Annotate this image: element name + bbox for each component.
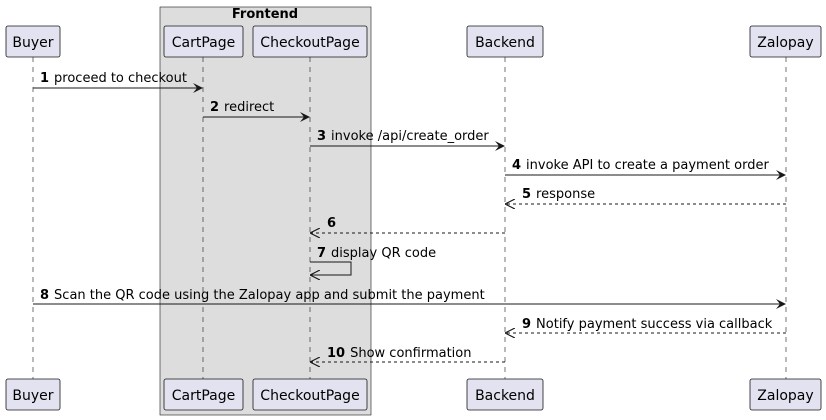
message-number: 4 [512,158,521,173]
frontend-group: Frontend [159,6,372,416]
message-4: 4 invoke API to create a payment order [505,158,786,180]
lifelines [32,57,787,379]
participant-cartpage-top: CartPage [163,25,244,58]
participant-label: Zalopay [757,388,813,404]
frontend-group-title: Frontend [232,7,298,22]
svg-text:6: 6 [327,216,336,231]
message-5: 5 response [506,187,786,204]
participant-zalopay-bottom: Zalopay [749,378,822,411]
participant-label: CheckoutPage [260,388,359,404]
participant-label: Zalopay [757,35,813,51]
message-label: invoke /api/create_order [331,129,489,144]
message-number: 9 [522,317,531,332]
participant-label: CartPage [172,35,236,51]
participant-label: Buyer [12,35,53,51]
message-label: Scan the QR code using the Zalopay app a… [54,288,485,303]
message-label: Show confirmation [350,346,471,361]
message-6: 6 [311,216,505,233]
participant-cartpage-bottom: CartPage [163,378,244,411]
message-1: 1 proceed to checkout [33,71,203,93]
message-number: 1 [40,71,49,86]
participant-backend-top: Backend [466,25,544,58]
participant-backend-bottom: Backend [466,378,544,411]
message-10: 10 Show confirmation [311,346,505,362]
message-label: proceed to checkout [54,71,187,86]
message-label: response [536,187,595,202]
message-number: 5 [522,187,531,202]
message-number: 3 [317,129,326,144]
message-7: 7 display QR code [310,246,436,275]
participant-label: CartPage [172,388,236,404]
message-3: 3 invoke /api/create_order [310,129,505,151]
message-label: Notify payment success via callback [536,317,773,332]
message-number: 8 [40,288,49,303]
participant-label: CheckoutPage [260,35,359,51]
message-number: 6 [327,216,336,231]
messages: 1 proceed to checkout 2 redirect 3 invoke /… [33,71,786,362]
participants-bottom: Buyer CartPage CheckoutPage Backend Zalo… [5,378,822,411]
message-number: 7 [317,246,326,261]
message-label: redirect [224,100,274,115]
participants-top: Buyer CartPage CheckoutPage Backend Zalo… [5,25,822,58]
participant-checkoutpage-bottom: CheckoutPage [252,378,368,411]
message-label: display QR code [331,246,436,261]
message-label: invoke API to create a payment order [526,158,769,173]
message-8: 8 Scan the QR code using the Zalopay app … [33,288,786,309]
participant-buyer-top: Buyer [5,25,61,58]
participant-label: Backend [475,35,535,51]
message-number: 2 [210,100,219,115]
participant-label: Backend [475,388,535,404]
message-9: 9 Notify payment success via callback [506,317,786,333]
message-2: 2 redirect [203,100,310,122]
participant-label: Buyer [12,388,53,404]
message-number: 10 [327,346,345,361]
participant-zalopay-top: Zalopay [749,25,822,58]
participant-buyer-bottom: Buyer [5,378,61,411]
participant-checkoutpage-top: CheckoutPage [252,25,368,58]
